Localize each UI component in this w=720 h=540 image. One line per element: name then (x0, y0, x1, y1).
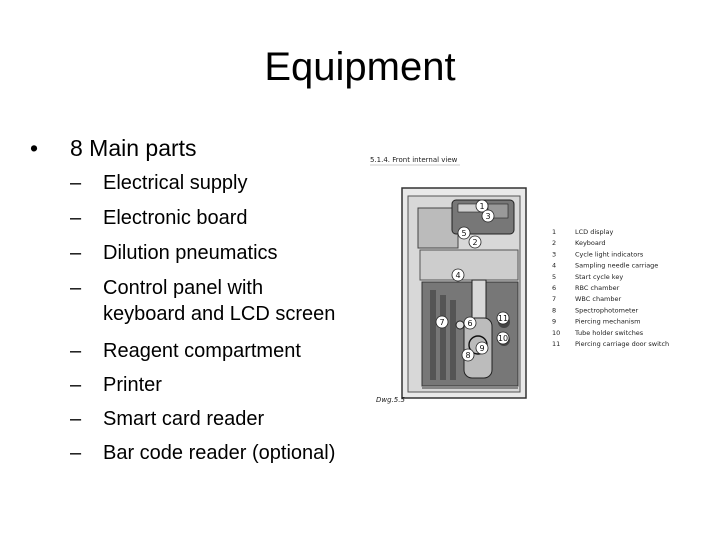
sub-list-item: –Electronic board (70, 205, 248, 231)
callout-number: 4 (455, 271, 460, 280)
legend-text: WBC chamber (575, 295, 622, 303)
legend-text: Tube holder switches (574, 329, 644, 337)
legend-number: 8 (552, 306, 556, 314)
figure-legend: 1 LCD display 2 Keyboard 3 Cycle light indica… (552, 228, 669, 348)
sub-list-item: –Control panel with keyboard and LCD scre… (70, 275, 335, 327)
callout-number: 6 (467, 319, 472, 328)
callout-circle (481, 209, 495, 223)
legend-number: 10 (552, 329, 560, 337)
legend-number: 5 (552, 273, 556, 281)
callout-circle (463, 316, 477, 330)
callout-number: 2 (472, 238, 477, 247)
slide-title: Equipment (264, 45, 456, 89)
sub-list-text: Control panel with (103, 277, 264, 299)
sub-list-marker: – (70, 374, 82, 396)
machine-body (401, 187, 527, 399)
callout-number: 10 (498, 334, 508, 343)
sub-list-item: –Dilution pneumatics (70, 240, 278, 266)
legend-text: RBC chamber (575, 284, 620, 292)
sub-list-marker: – (70, 277, 82, 299)
sub-list-text: Dilution pneumatics (103, 242, 278, 264)
sub-list-marker: – (70, 207, 82, 229)
callout-number: 1 (479, 202, 484, 211)
sub-list-marker: – (70, 408, 82, 430)
callout-circle (468, 235, 482, 249)
callout-number: 8 (465, 351, 470, 360)
callout-number: 5 (461, 229, 466, 238)
sub-list-text: Printer (103, 374, 162, 396)
sub-list-item: –Smart card reader (70, 406, 264, 432)
callout-circle (496, 311, 510, 325)
legend-number: 3 (552, 250, 556, 258)
callout-number: 9 (479, 344, 484, 353)
bullet-marker: • (30, 135, 39, 161)
legend-number: 4 (552, 262, 556, 270)
legend-text: Start cycle key (575, 273, 623, 281)
callout-number: 7 (439, 318, 444, 327)
sub-list-marker: – (70, 340, 82, 362)
sub-list-text: Smart card reader (103, 408, 265, 430)
legend-text: Piercing carriage door switch (575, 340, 669, 348)
sub-list-item: –Electrical supply (70, 170, 248, 196)
sub-list-item: –Reagent compartment (70, 338, 301, 364)
legend-number: 11 (552, 340, 560, 348)
callout-number: 11 (498, 314, 508, 323)
legend-number: 1 (552, 228, 556, 236)
sub-list-item: –Bar code reader (optional) (70, 440, 335, 466)
legend-text: Sampling needle carriage (575, 262, 658, 270)
legend-number: 6 (552, 284, 556, 292)
sub-list-text: Electronic board (103, 207, 248, 229)
sub-list-text: Electrical supply (103, 172, 248, 194)
legend-number: 2 (552, 239, 556, 247)
sub-list-marker: – (70, 172, 82, 194)
sub-list-text: Bar code reader (optional) (103, 442, 336, 464)
sub-list-item: –Printer (70, 372, 162, 398)
legend-number: 9 (552, 318, 556, 326)
callout-circle (457, 226, 471, 240)
callout-circle (496, 331, 510, 345)
bullet-text: 8 Main parts (70, 135, 197, 161)
bullet-main: • 8 Main parts (30, 132, 197, 164)
figure-heading: 5.1.4. Front internal view (370, 156, 458, 164)
callout-circle (461, 348, 475, 362)
callout-circle (435, 315, 449, 329)
legend-text: Spectrophotometer (575, 306, 639, 314)
callout-circle (475, 341, 489, 355)
sub-list-text: Reagent compartment (103, 340, 301, 362)
legend-text: Cycle light indicators (575, 250, 644, 258)
sub-list-marker: – (70, 242, 82, 264)
figure-caption: Dwg.5.5 (376, 396, 405, 404)
sub-list-marker: – (70, 442, 82, 464)
legend-text: Piercing mechanism (575, 318, 640, 326)
legend-text: LCD display (575, 228, 613, 236)
legend-text: Keyboard (575, 239, 606, 247)
callout-circle (475, 199, 489, 213)
callout-number: 3 (485, 212, 490, 221)
callout-markers: 1 5 3 2 4 7 6 11 10 89 (435, 199, 510, 362)
sub-list-text-continued: keyboard and LCD screen (103, 303, 336, 325)
callout-circle (451, 268, 465, 282)
legend-number: 7 (552, 295, 556, 303)
